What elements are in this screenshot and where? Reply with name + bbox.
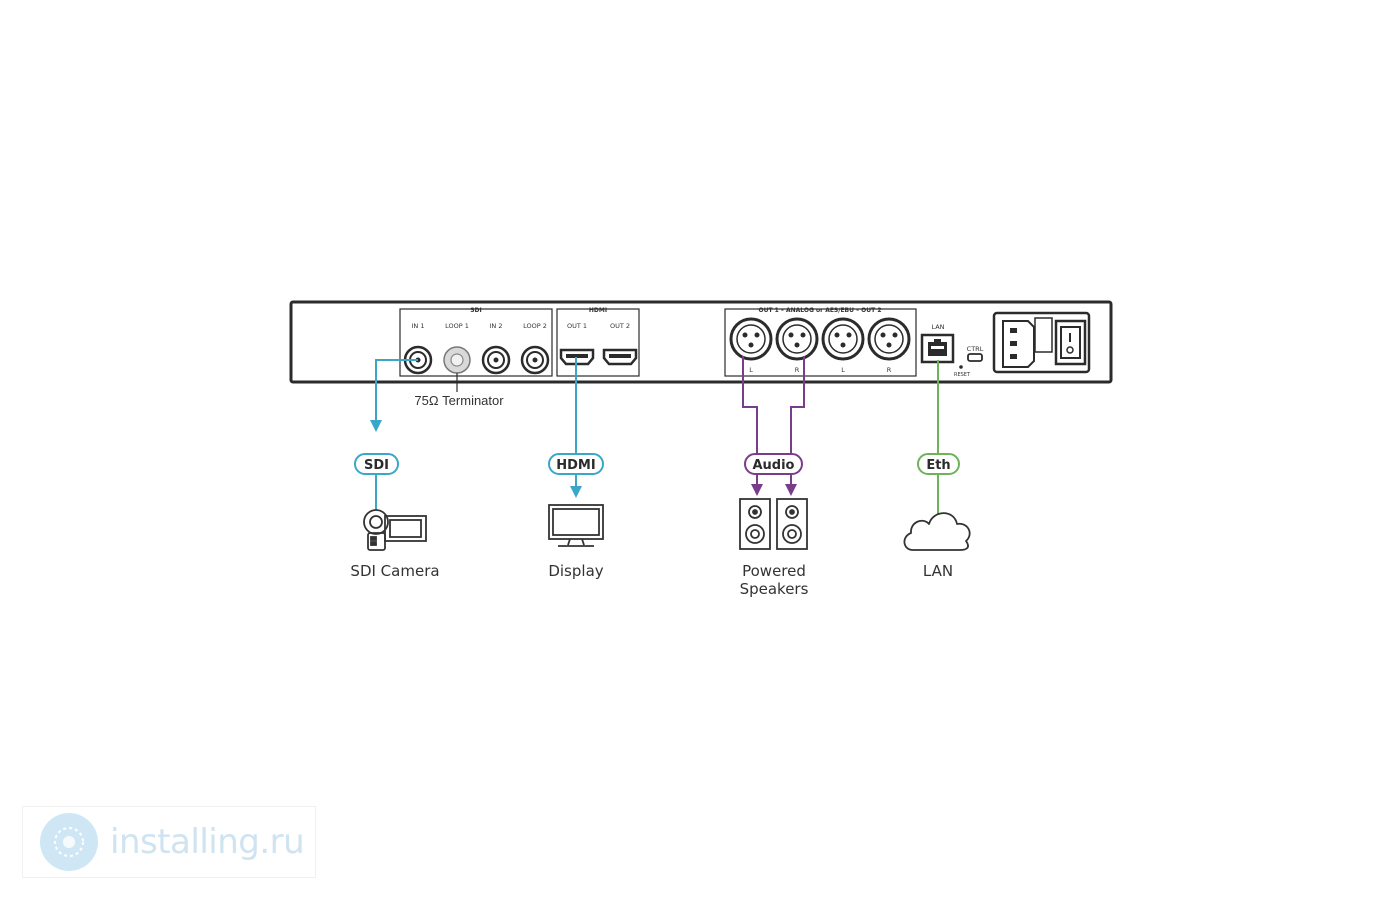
monitor-icon bbox=[548, 504, 604, 547]
fuse-holder-icon bbox=[1034, 317, 1053, 353]
xlr-connector-icon[interactable] bbox=[821, 317, 865, 361]
power-switch-icon[interactable] bbox=[1054, 319, 1087, 366]
sdi-cable-badge: SDI bbox=[354, 453, 399, 475]
lan-port-label: LAN bbox=[931, 323, 944, 331]
watermark-logo-icon bbox=[40, 813, 98, 871]
reset-button-icon[interactable] bbox=[959, 365, 963, 369]
usb-port-icon[interactable] bbox=[967, 353, 983, 362]
hdmi-title: HDMI bbox=[589, 307, 607, 314]
hdmi-port-icon[interactable] bbox=[602, 348, 638, 366]
display-label: Display bbox=[548, 562, 603, 580]
power-inlet-icon bbox=[1002, 320, 1035, 368]
audio-cable-badge: Audio bbox=[744, 453, 803, 475]
power-module bbox=[992, 311, 1091, 374]
hdmi-connection: HDMI bbox=[548, 357, 604, 498]
reset-label: RESET bbox=[954, 372, 971, 378]
audio-channel-label: L bbox=[749, 366, 753, 374]
xlr-connector-icon[interactable] bbox=[867, 317, 911, 361]
sdi-title: SDI bbox=[470, 307, 482, 314]
eth-connection: Eth bbox=[917, 360, 960, 514]
hdmi-cable-label: HDMI bbox=[556, 458, 595, 473]
watermark-text: installing.ru bbox=[110, 822, 305, 862]
audio-channel-label: R bbox=[795, 366, 800, 374]
hdmi-cable-badge: HDMI bbox=[548, 453, 604, 475]
sdi-cable-label: SDI bbox=[364, 458, 389, 473]
sdi-port-label: IN 2 bbox=[490, 322, 503, 330]
camcorder-icon bbox=[363, 509, 427, 551]
eth-cable-label: Eth bbox=[926, 458, 950, 473]
bnc-connector-icon[interactable] bbox=[520, 345, 550, 375]
sdi-group: SDI IN 1 LOOP 1 IN 2 LOOP 2 bbox=[399, 307, 553, 377]
audio-connection: Audio bbox=[742, 356, 805, 496]
hdmi-port-label: OUT 1 bbox=[567, 322, 587, 330]
ethernet-port-icon[interactable] bbox=[920, 333, 955, 364]
xlr-connector-icon[interactable] bbox=[729, 317, 773, 361]
watermark: installing.ru bbox=[22, 806, 316, 878]
speakers-label-line1: Powered bbox=[742, 562, 806, 580]
audio-channel-label: R bbox=[887, 366, 892, 374]
lan-label: LAN bbox=[923, 562, 953, 580]
hdmi-port-label: OUT 2 bbox=[610, 322, 630, 330]
sdi-connection: SDI bbox=[354, 359, 418, 510]
sdi-port-label: LOOP 1 bbox=[445, 322, 469, 330]
camera-label: SDI Camera bbox=[350, 562, 439, 580]
cloud-icon bbox=[903, 512, 971, 551]
terminator-label: 75Ω Terminator bbox=[414, 393, 504, 408]
sdi-port-label: IN 1 bbox=[412, 322, 425, 330]
speakers-label-line2: Speakers bbox=[740, 580, 809, 598]
speaker-icon bbox=[776, 498, 808, 550]
bnc-connector-icon[interactable] bbox=[481, 345, 511, 375]
ctrl-port-label: CTRL bbox=[967, 345, 984, 353]
eth-cable-badge: Eth bbox=[917, 453, 960, 475]
device-rear-panel: SDI IN 1 LOOP 1 IN 2 LOOP 2 bbox=[289, 300, 1113, 384]
sdi-port-label: LOOP 2 bbox=[523, 322, 547, 330]
speaker-icon bbox=[739, 498, 771, 550]
xlr-connector-icon[interactable] bbox=[775, 317, 819, 361]
audio-cable-label: Audio bbox=[752, 458, 794, 473]
audio-channel-label: L bbox=[841, 366, 845, 374]
audio-title: OUT 1 – ANALOG or AES/EBU – OUT 2 bbox=[758, 307, 881, 314]
audio-group: OUT 1 – ANALOG or AES/EBU – OUT 2 bbox=[724, 307, 917, 377]
terminator-icon bbox=[443, 346, 471, 374]
